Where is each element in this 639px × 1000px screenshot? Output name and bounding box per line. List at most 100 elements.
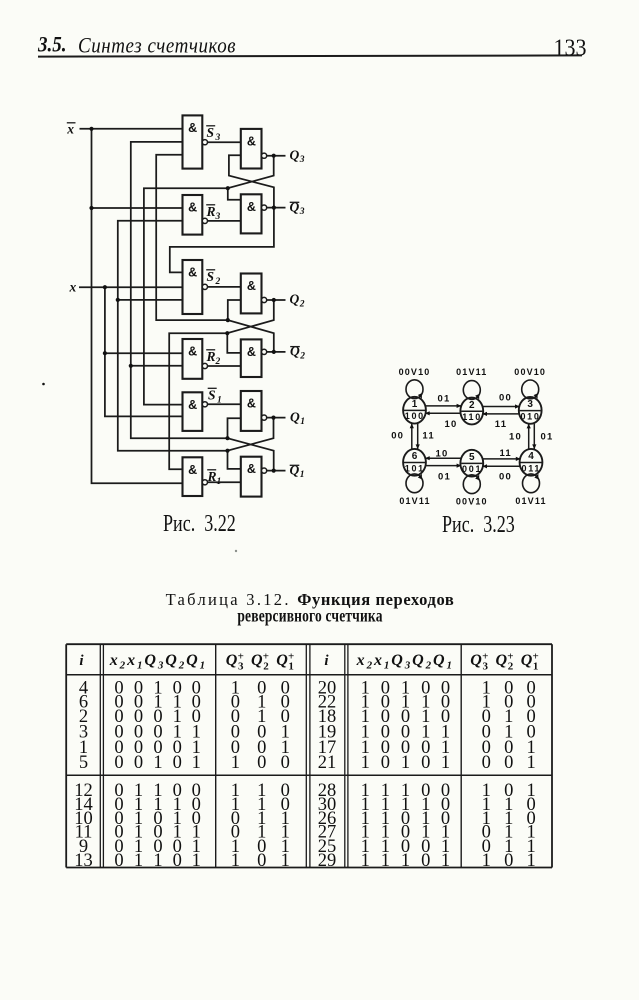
svg-text:1: 1 bbox=[257, 781, 266, 801]
svg-text:R: R bbox=[206, 204, 216, 219]
svg-text:0: 0 bbox=[441, 809, 450, 829]
svg-text:1: 1 bbox=[192, 738, 201, 758]
svg-text:0: 0 bbox=[504, 692, 513, 712]
svg-text:1: 1 bbox=[257, 795, 266, 815]
svg-text:1: 1 bbox=[134, 809, 143, 829]
svg-text:1: 1 bbox=[421, 809, 430, 829]
svg-text:1: 1 bbox=[134, 837, 143, 857]
svg-text:0: 0 bbox=[134, 738, 143, 758]
svg-text:0: 0 bbox=[526, 678, 535, 698]
svg-text:1: 1 bbox=[441, 823, 450, 843]
svg-text:0: 0 bbox=[421, 781, 430, 801]
svg-text:S: S bbox=[207, 125, 215, 140]
svg-text:1: 1 bbox=[504, 837, 513, 857]
svg-text:0: 0 bbox=[504, 781, 513, 801]
svg-text:1: 1 bbox=[482, 692, 491, 712]
svg-text:0: 0 bbox=[134, 678, 143, 698]
svg-text:0: 0 bbox=[114, 823, 123, 843]
svg-text:0: 0 bbox=[421, 738, 430, 758]
svg-text:1: 1 bbox=[504, 823, 513, 843]
svg-text:2: 2 bbox=[215, 357, 221, 367]
svg-text:0: 0 bbox=[526, 707, 535, 727]
svg-text:2: 2 bbox=[299, 351, 305, 361]
svg-text:0: 0 bbox=[381, 753, 390, 773]
svg-text:Q: Q bbox=[226, 652, 238, 669]
svg-text:0: 0 bbox=[173, 738, 182, 758]
svg-text:0: 0 bbox=[231, 738, 240, 758]
svg-text:1: 1 bbox=[361, 722, 370, 742]
svg-text:1: 1 bbox=[134, 781, 143, 801]
svg-text:10: 10 bbox=[509, 431, 522, 442]
svg-text:1: 1 bbox=[526, 738, 535, 758]
svg-text:0: 0 bbox=[257, 837, 266, 857]
svg-text:0: 0 bbox=[526, 692, 535, 712]
svg-text:0: 0 bbox=[114, 795, 123, 815]
svg-text:011: 011 bbox=[521, 463, 541, 473]
svg-text:1: 1 bbox=[192, 823, 201, 843]
svg-text:1: 1 bbox=[173, 722, 182, 742]
svg-text:0: 0 bbox=[192, 809, 201, 829]
svg-text:5: 5 bbox=[79, 753, 88, 773]
svg-text:0: 0 bbox=[401, 837, 410, 857]
svg-text:0: 0 bbox=[401, 809, 410, 829]
svg-text:26: 26 bbox=[318, 809, 337, 829]
svg-text:&: & bbox=[247, 134, 256, 148]
svg-text:11: 11 bbox=[422, 431, 434, 442]
svg-text:&: & bbox=[247, 397, 256, 411]
svg-text:Q: Q bbox=[496, 652, 508, 669]
svg-text:1: 1 bbox=[231, 781, 240, 801]
svg-text:1: 1 bbox=[231, 851, 240, 871]
svg-text:0: 0 bbox=[482, 753, 491, 773]
svg-text:1: 1 bbox=[153, 692, 162, 712]
svg-text:0: 0 bbox=[153, 837, 162, 857]
svg-text:01: 01 bbox=[438, 471, 451, 482]
svg-text:0: 0 bbox=[173, 678, 182, 698]
svg-text:1: 1 bbox=[441, 738, 450, 758]
svg-text:0: 0 bbox=[381, 707, 390, 727]
svg-text:1: 1 bbox=[281, 823, 290, 843]
svg-text:1: 1 bbox=[192, 851, 201, 871]
svg-text:1: 1 bbox=[79, 738, 88, 758]
svg-text:001: 001 bbox=[462, 464, 482, 474]
svg-text:3: 3 bbox=[299, 207, 305, 217]
svg-text:1: 1 bbox=[381, 795, 390, 815]
svg-text:0: 0 bbox=[114, 781, 123, 801]
svg-text:1: 1 bbox=[421, 692, 430, 712]
svg-text:1: 1 bbox=[401, 851, 410, 871]
svg-text:6: 6 bbox=[79, 692, 88, 712]
svg-text:0: 0 bbox=[482, 722, 491, 742]
svg-text:R: R bbox=[207, 469, 217, 484]
svg-text:&: & bbox=[188, 345, 197, 359]
svg-text:1: 1 bbox=[482, 851, 491, 871]
svg-text:18: 18 bbox=[318, 707, 337, 727]
svg-text:0: 0 bbox=[381, 692, 390, 712]
svg-text:0: 0 bbox=[482, 707, 491, 727]
svg-text:1: 1 bbox=[421, 707, 430, 727]
svg-text:x2x1Q3Q2Q1: x2x1Q3Q2Q1 bbox=[109, 652, 207, 672]
svg-text:0: 0 bbox=[114, 678, 123, 698]
svg-text:Q: Q bbox=[470, 652, 482, 669]
svg-text:0: 0 bbox=[114, 851, 123, 871]
svg-text:00: 00 bbox=[391, 431, 404, 442]
svg-text:3: 3 bbox=[483, 661, 489, 673]
svg-text:1: 1 bbox=[412, 399, 418, 410]
svg-text:1: 1 bbox=[381, 809, 390, 829]
svg-text:0: 0 bbox=[231, 692, 240, 712]
svg-text:0: 0 bbox=[153, 809, 162, 829]
svg-text:0: 0 bbox=[134, 707, 143, 727]
svg-text:0: 0 bbox=[401, 722, 410, 742]
svg-text:1: 1 bbox=[441, 722, 450, 742]
svg-text:0: 0 bbox=[381, 738, 390, 758]
svg-text:3: 3 bbox=[215, 133, 221, 143]
svg-text:1: 1 bbox=[192, 753, 201, 773]
svg-text:00: 00 bbox=[499, 393, 512, 404]
svg-text:0: 0 bbox=[257, 753, 266, 773]
svg-text:1: 1 bbox=[381, 837, 390, 857]
svg-text:1: 1 bbox=[421, 795, 430, 815]
svg-text:20: 20 bbox=[318, 678, 337, 698]
svg-text:0: 0 bbox=[231, 823, 240, 843]
svg-text:1: 1 bbox=[361, 823, 370, 843]
svg-text:&: & bbox=[247, 462, 256, 476]
svg-text:0: 0 bbox=[134, 753, 143, 773]
svg-text:i: i bbox=[79, 653, 84, 669]
